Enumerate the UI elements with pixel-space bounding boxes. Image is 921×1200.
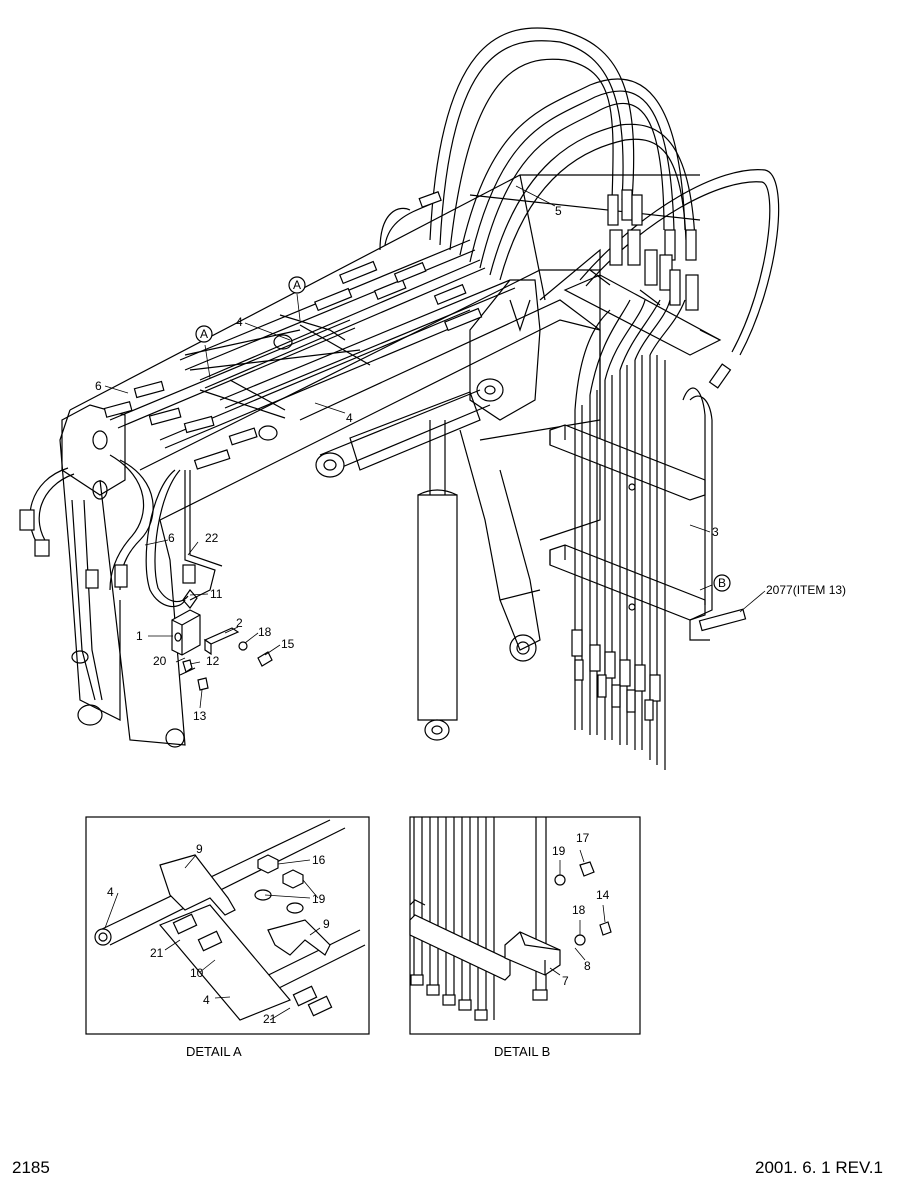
callout-3: 3 (712, 525, 719, 539)
detail-a-label-9: 9 (196, 842, 203, 856)
vertical-hose-group (571, 189, 747, 770)
detail-a-mark-2 (288, 276, 306, 294)
svg-text:A: A (293, 278, 301, 292)
left-piping (19, 454, 223, 608)
callout-11: 11 (210, 587, 223, 601)
boom-hoses (103, 191, 516, 470)
detail-a-label-10: 10 (190, 966, 204, 980)
callout-13: 13 (193, 709, 207, 723)
callout-22: 22 (205, 531, 219, 545)
callout-2: 2 (236, 616, 243, 630)
callout-1: 1 (136, 629, 143, 643)
callout-4-upper: 4 (236, 315, 243, 329)
callout-12: 12 (206, 654, 220, 668)
callout-labels: 5 4 4 6 6 22 11 2 18 15 1 20 12 13 3 207… (95, 204, 846, 723)
page-number: 2185 (12, 1158, 50, 1177)
detail-b-mark (713, 574, 731, 592)
check-valve-block (171, 589, 273, 691)
detail-b-panel: 17 19 14 18 8 7 (409, 816, 641, 1035)
detail-a-label-21b: 21 (263, 1012, 277, 1026)
detail-a-label-16: 16 (312, 853, 326, 867)
leader-lines (104, 185, 766, 709)
revision-date: 2001. 6. 1 REV.1 (755, 1158, 883, 1177)
detail-a-caption: DETAIL A (186, 1044, 242, 1059)
detail-b-label-14: 14 (596, 888, 610, 902)
detail-a-panel: 9 4 16 19 9 21 10 4 21 (85, 816, 370, 1035)
detail-a-label-9b: 9 (323, 917, 330, 931)
detail-b-label-19: 19 (552, 844, 566, 858)
callout-20: 20 (153, 654, 167, 668)
callout-6-upper: 6 (95, 379, 102, 393)
callout-5: 5 (555, 204, 562, 218)
detail-b-label-8: 8 (584, 959, 591, 973)
callout-18: 18 (258, 625, 272, 639)
hose-loops (379, 27, 780, 356)
detail-b-label-18: 18 (572, 903, 586, 917)
detail-a-label-4: 4 (107, 885, 114, 899)
detail-a-mark-1 (195, 325, 213, 343)
callout-6-lower: 6 (168, 531, 175, 545)
detail-a-label-19: 19 (312, 892, 326, 906)
detail-a-label-4b: 4 (203, 993, 210, 1007)
svg-text:B: B (718, 576, 726, 590)
callout-4-lower: 4 (346, 411, 353, 425)
callout-item13: 2077(ITEM 13) (766, 583, 846, 597)
detail-b-caption: DETAIL B (494, 1044, 550, 1059)
detail-b-label-7: 7 (562, 974, 569, 988)
detail-a-frame (85, 816, 370, 1035)
callout-15: 15 (281, 637, 295, 651)
detail-marks: A A B (195, 276, 731, 592)
boom-assembly (59, 174, 701, 748)
detail-b-label-17: 17 (576, 831, 590, 845)
detail-a-label-21: 21 (150, 946, 164, 960)
svg-text:A: A (200, 327, 208, 341)
